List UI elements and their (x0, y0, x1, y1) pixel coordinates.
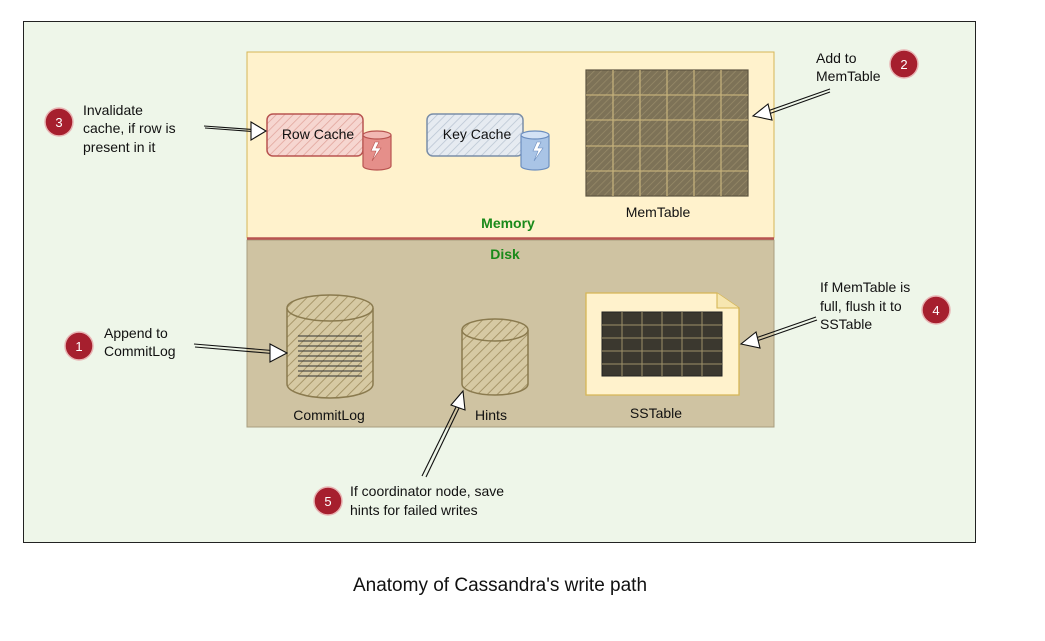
step-3-callout: 3 Invalidate cache, if row is present in… (44, 102, 176, 155)
step-1-line-1: Append to (104, 325, 168, 341)
arrow-to-memtable (751, 88, 831, 121)
step-5-badge (313, 486, 343, 516)
memtable-grid (585, 69, 749, 197)
step-3-line-3: present in it (83, 139, 155, 155)
key-cache-label: Key Cache (443, 126, 512, 142)
step-2-number: 2 (900, 57, 907, 72)
step-4-line-3: SSTable (820, 316, 872, 332)
arrow-to-row-cache (203, 121, 268, 141)
step-1-callout: 1 Append to CommitLog (64, 325, 176, 361)
row-cache: Row Cache (266, 113, 392, 171)
row-cache-label: Row Cache (282, 126, 355, 142)
step-2-callout: 2 Add to MemTable (816, 49, 919, 84)
key-cache: Key Cache (426, 113, 550, 171)
step-5-line-2: hints for failed writes (350, 502, 478, 518)
step-1-number: 1 (75, 339, 82, 354)
step-4-callout: 4 If MemTable is full, flush it to SSTab… (820, 279, 951, 332)
step-5-number: 5 (324, 494, 331, 509)
step-2-line-1: Add to (816, 50, 857, 66)
sstable-document (585, 292, 740, 396)
step-5-callout: 5 If coordinator node, save hints for fa… (313, 483, 504, 518)
hints-label: Hints (475, 407, 507, 423)
step-5-line-1: If coordinator node, save (350, 483, 504, 499)
memtable-label: MemTable (626, 204, 691, 220)
step-1-badge (64, 331, 94, 361)
step-1-line-2: CommitLog (104, 343, 176, 359)
row-cache-cylinder-icon (362, 130, 392, 171)
key-cache-cylinder-icon (520, 130, 550, 171)
arrow-to-commitlog (193, 343, 289, 363)
figure-caption: Anatomy of Cassandra's write path (352, 575, 648, 596)
step-3-badge (44, 107, 74, 137)
step-4-badge (921, 295, 951, 325)
step-2-badge (889, 49, 919, 79)
step-2-line-2: MemTable (816, 68, 881, 84)
step-3-number: 3 (55, 115, 62, 130)
step-4-number: 4 (932, 303, 939, 318)
memory-zone-label: Memory (481, 215, 535, 231)
commitlog-label: CommitLog (293, 407, 365, 423)
commitlog-lines-icon (298, 335, 362, 377)
step-3-line-1: Invalidate (83, 102, 143, 118)
commitlog-cylinder (286, 294, 374, 399)
sstable-label: SSTable (630, 405, 682, 421)
step-3-line-2: cache, if row is (83, 120, 176, 136)
step-4-line-2: full, flush it to (820, 298, 902, 314)
step-4-line-1: If MemTable is (820, 279, 910, 295)
arrow-to-sstable (739, 316, 818, 349)
arrow-to-hints (421, 389, 466, 478)
hints-cylinder (461, 318, 529, 396)
disk-zone-label: Disk (490, 246, 520, 262)
